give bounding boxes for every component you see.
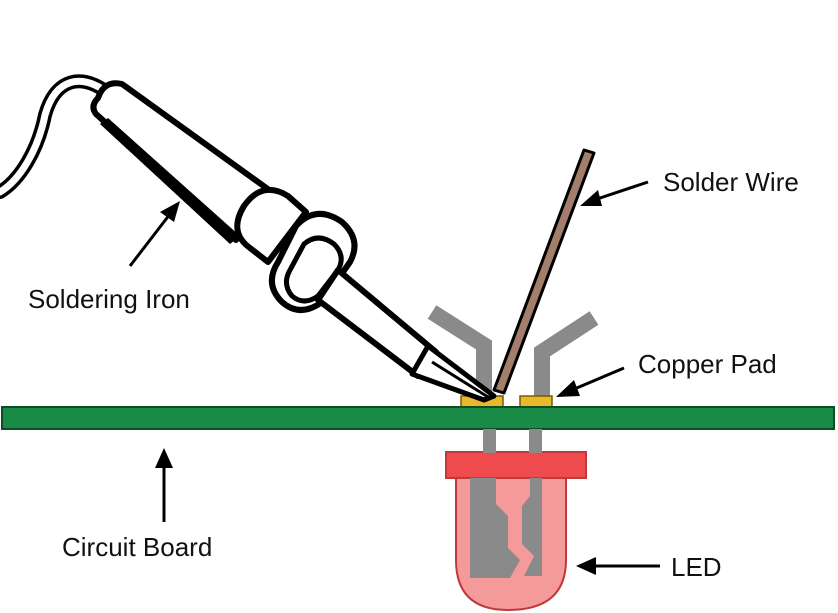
led-post [522,478,542,576]
label-solder-wire: Solder Wire [663,167,799,197]
led-anvil [470,478,520,578]
label-copper-pad: Copper Pad [638,349,777,379]
label-circuit-board: Circuit Board [62,532,212,562]
arrow-copper-pad [556,366,625,397]
arrow-circuit-board [155,448,173,522]
led-cap [445,451,587,479]
led-leads-upper [427,305,599,402]
led [445,429,587,612]
label-soldering-iron: Soldering Iron [28,284,190,314]
arrow-solder-wire [580,180,649,206]
arrows [128,180,660,575]
iron-grip [234,186,309,265]
label-led: LED [671,552,722,582]
solder-wire [492,148,596,395]
arrow-soldering-iron [128,201,180,267]
soldering-iron [0,74,497,403]
arrow-led [576,557,660,575]
circuit-board [1,406,835,430]
